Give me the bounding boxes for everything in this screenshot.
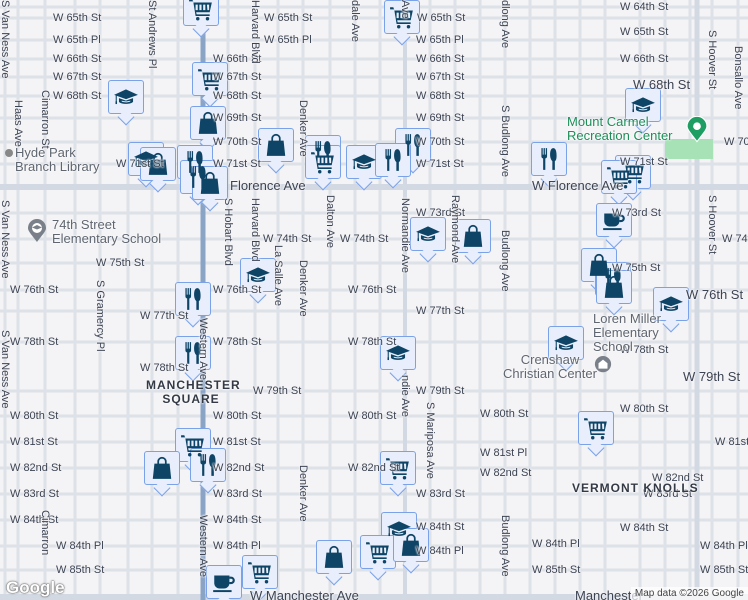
restaurant-icon xyxy=(195,452,221,478)
marker-shopping-cart[interactable] xyxy=(601,160,637,194)
marker-restaurant[interactable] xyxy=(175,336,211,370)
neighborhood-vermont-knolls: VERMONT KNOLLS xyxy=(572,481,699,495)
marker-shopping-cart[interactable] xyxy=(380,451,416,485)
shopping-cart-icon xyxy=(389,4,415,30)
marker-shopping-cart[interactable] xyxy=(192,62,228,96)
marker-shopping-cart[interactable] xyxy=(242,555,278,589)
marker-shopping-cart[interactable] xyxy=(384,0,420,34)
restaurant-icon xyxy=(536,146,562,172)
marker-shopping-bag[interactable] xyxy=(190,106,226,140)
shopping-cart-icon xyxy=(188,0,214,22)
shopping-cart-icon xyxy=(365,539,391,565)
shopping-bag-icon xyxy=(195,110,221,136)
marker-shopping-cart[interactable] xyxy=(183,0,219,26)
neighborhood-manchester-square: MANCHESTER SQUARE xyxy=(146,378,241,406)
graduation-cap-icon xyxy=(245,262,271,288)
park-area xyxy=(665,139,713,159)
shopping-bag-icon xyxy=(263,132,289,158)
shopping-bag-icon xyxy=(149,455,175,481)
marker-coffee-cup[interactable] xyxy=(596,203,632,237)
park-pin-icon[interactable] xyxy=(686,115,708,148)
shopping-bag-icon xyxy=(145,151,171,177)
shopping-cart-icon xyxy=(310,149,336,175)
restaurant-icon xyxy=(380,147,406,173)
shopping-cart-icon xyxy=(247,559,273,585)
marker-shopping-bag[interactable] xyxy=(316,540,352,574)
marker-shopping-cart[interactable] xyxy=(360,535,396,569)
marker-shopping-bag[interactable] xyxy=(393,528,429,562)
marker-coffee-cup[interactable] xyxy=(206,565,242,599)
marker-shopping-bag[interactable] xyxy=(192,166,228,200)
coffee-cup-icon xyxy=(211,569,237,595)
marker-graduation-cap[interactable] xyxy=(240,258,276,292)
shopping-cart-icon xyxy=(385,455,411,481)
mount-carmel-rec-center-label[interactable]: Mount Carmel Recreation Center xyxy=(567,114,673,143)
shopping-cart-icon xyxy=(583,415,609,441)
marker-shopping-cart[interactable] xyxy=(578,411,614,445)
graduation-cap-icon xyxy=(351,149,377,175)
marker-restaurant[interactable] xyxy=(190,448,226,482)
marker-restaurant[interactable] xyxy=(395,128,431,162)
marker-graduation-cap[interactable] xyxy=(410,217,446,251)
graduation-cap-icon xyxy=(113,84,139,110)
marker-restaurant[interactable] xyxy=(175,282,211,316)
school-pin-icon[interactable] xyxy=(27,219,47,248)
marker-graduation-cap[interactable] xyxy=(380,336,416,370)
shopping-cart-icon xyxy=(606,164,632,190)
shopping-bag-icon xyxy=(460,223,486,249)
loren-miller-school-label[interactable]: Loren Miller Elementary School xyxy=(593,311,661,354)
restaurant-icon xyxy=(180,286,206,312)
marker-graduation-cap[interactable] xyxy=(548,326,584,360)
google-logo: Google xyxy=(6,578,65,597)
crenshaw-christian-center-label[interactable]: Crenshaw Christian Center xyxy=(503,352,597,381)
marker-shopping-bag[interactable] xyxy=(258,128,294,162)
shopping-bag-icon xyxy=(601,274,627,300)
church-pin-icon[interactable] xyxy=(594,355,612,380)
shopping-bag-icon xyxy=(197,170,223,196)
marker-shopping-bag[interactable] xyxy=(455,219,491,253)
marker-shopping-cart[interactable] xyxy=(305,145,341,179)
marker-graduation-cap[interactable] xyxy=(346,145,382,179)
graduation-cap-icon xyxy=(415,221,441,247)
shopping-bag-icon xyxy=(321,544,347,570)
marker-restaurant[interactable] xyxy=(531,142,567,176)
shopping-bag-icon xyxy=(398,532,424,558)
marker-restaurant[interactable] xyxy=(375,143,411,177)
hyde-park-library-label[interactable]: Hyde Park Branch Library xyxy=(5,146,115,174)
marker-graduation-cap[interactable] xyxy=(108,80,144,114)
graduation-cap-icon xyxy=(385,340,411,366)
marker-shopping-bag[interactable] xyxy=(596,270,632,304)
coffee-cup-icon xyxy=(601,207,627,233)
map-attribution[interactable]: Map data ©2026 Google xyxy=(630,587,748,600)
marker-graduation-cap[interactable] xyxy=(653,287,689,321)
restaurant-icon xyxy=(180,340,206,366)
74th-street-elementary-label[interactable]: 74th Street Elementary School xyxy=(52,217,162,246)
pin-dot-icon xyxy=(5,149,13,157)
marker-shopping-bag[interactable] xyxy=(140,147,176,181)
marker-graduation-cap[interactable] xyxy=(625,88,661,122)
shopping-cart-icon xyxy=(197,66,223,92)
marker-shopping-bag[interactable] xyxy=(144,451,180,485)
